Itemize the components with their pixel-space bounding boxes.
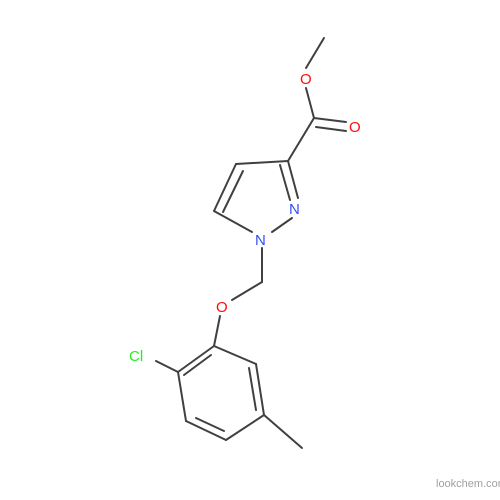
bond — [271, 217, 293, 233]
bond — [155, 360, 179, 373]
bond — [213, 163, 237, 212]
atom-label-chlorine: Cl — [129, 348, 143, 365]
bond — [255, 363, 265, 416]
bond — [263, 414, 303, 449]
bond — [185, 420, 227, 441]
bond — [183, 354, 212, 376]
watermark: lookchem.com — [436, 478, 500, 490]
bond — [305, 87, 315, 119]
bond — [213, 345, 257, 365]
bond — [287, 160, 299, 199]
bond — [177, 371, 187, 422]
atom-label-oxygen-linker: O — [216, 299, 228, 316]
atom-label-oxygen-ester: O — [300, 71, 312, 88]
bond — [231, 281, 263, 301]
bond — [305, 37, 325, 69]
atom-label-nitrogen-2: N — [289, 201, 300, 218]
bond — [248, 367, 257, 411]
atom-label-oxygen-carbonyl: O — [349, 119, 361, 136]
bond — [287, 117, 315, 162]
atom-label-nitrogen-1: N — [255, 232, 266, 249]
bond — [195, 417, 225, 432]
bond — [177, 345, 215, 373]
bond — [222, 170, 244, 213]
bond — [235, 160, 289, 165]
bond — [315, 126, 347, 132]
bond — [225, 414, 265, 441]
bond — [313, 117, 347, 123]
bond — [213, 210, 253, 233]
bond — [213, 315, 221, 347]
bond — [279, 164, 291, 201]
